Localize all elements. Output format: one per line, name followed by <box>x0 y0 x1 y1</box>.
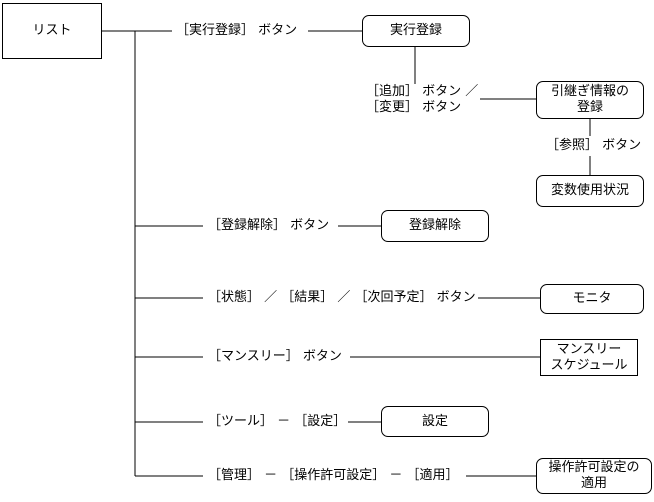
permission-apply-screen-label: 操作許可設定の 適用 <box>548 460 640 491</box>
monthly-button-label: ［マンスリー］ ボタン <box>206 349 344 365</box>
register-screen-label: 実行登録 <box>389 23 442 38</box>
permission-apply-screen-node: 操作許可設定の 適用 <box>536 458 652 494</box>
monitor-screen-label: モニタ <box>572 291 612 306</box>
takeover-screen-node: 引継ぎ情報の 登録 <box>536 81 644 119</box>
register-screen-node: 実行登録 <box>362 15 470 47</box>
variable-usage-screen-node: 変数使用状況 <box>536 175 644 207</box>
takeover-screen-label: 引継ぎ情報の 登録 <box>550 84 629 115</box>
unregister-button-label: ［登録解除］ ボタン <box>206 218 332 234</box>
add-change-button-label: ［追加］ ボタン ／ ［変更］ ボタン <box>364 84 481 116</box>
settings-screen-node: 設定 <box>381 406 489 437</box>
monthly-schedule-screen-node: マンスリー スケジュール <box>540 339 638 376</box>
root-node-label: リスト <box>32 23 72 38</box>
monthly-schedule-screen-label: マンスリー スケジュール <box>550 341 628 373</box>
root-node-list: リスト <box>2 3 102 59</box>
permission-menu-label: ［管理］ － ［操作許可設定］ － ［適用］ <box>206 468 461 484</box>
reference-button-label: ［参照］ ボタン <box>544 138 644 154</box>
unregister-screen-node: 登録解除 <box>381 210 489 242</box>
settings-screen-label: 設定 <box>421 413 448 429</box>
unregister-screen-label: 登録解除 <box>408 218 461 233</box>
monitor-screen-node: モニタ <box>540 284 644 314</box>
monitor-button-label: ［状態］ ／ ［結果］ ／ ［次回予定］ ボタン <box>206 290 478 306</box>
variable-usage-screen-label: 変数使用状況 <box>550 183 629 198</box>
settings-menu-label: ［ツール］ － ［設定］ <box>206 414 349 430</box>
register-button-label: ［実行登録］ ボタン <box>174 23 300 39</box>
